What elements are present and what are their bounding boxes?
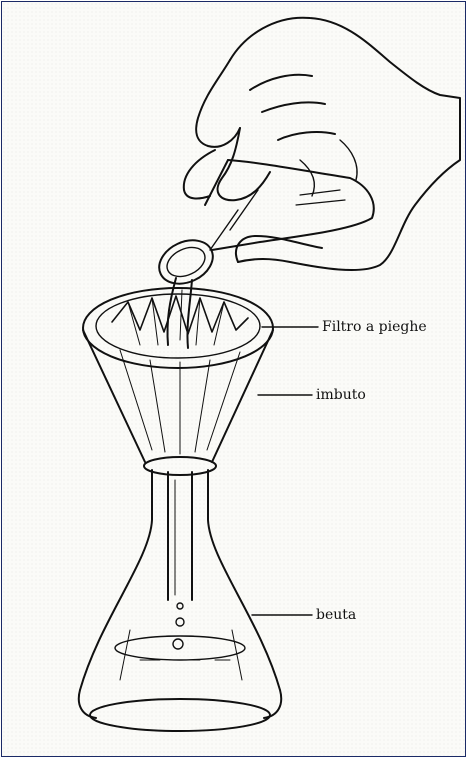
funnel-drawing	[83, 288, 273, 600]
flask-drawing	[79, 470, 281, 731]
funnel-label: imbuto	[316, 388, 366, 402]
filter-label: Filtro a pieghe	[322, 320, 427, 334]
flask-label: beuta	[316, 608, 356, 622]
